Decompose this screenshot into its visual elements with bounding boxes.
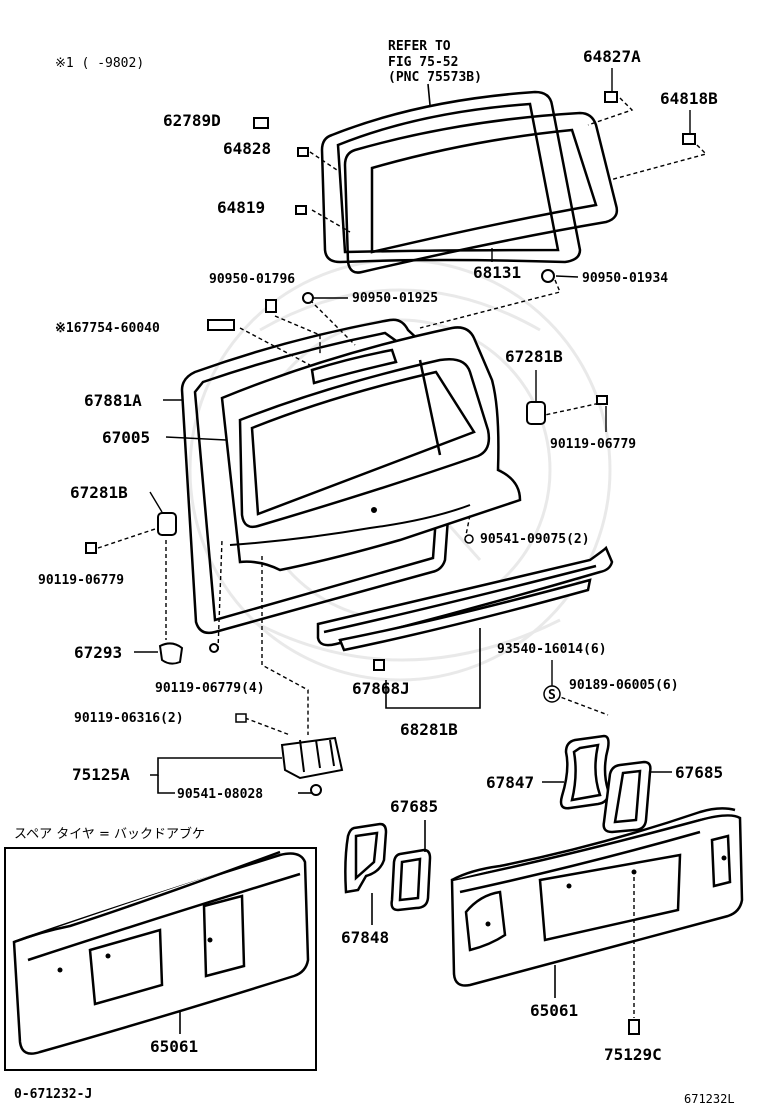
refer-line-3: (PNC 75573B) [388,70,482,85]
leader-67005 [165,436,227,441]
label-68281B: 68281B [400,720,458,739]
label-90119-06779-4: 90119-06779(4) [155,681,265,696]
footer-right-code: 671232L [684,1092,735,1106]
tailgate-trim-main [450,807,744,987]
label-75129C: 75129C [604,1045,662,1064]
back-window-glass [343,111,619,274]
cover-leaders [371,820,426,925]
label-90189-06005: 90189-06005(6) [569,678,679,693]
label-67881A: 67881A [84,391,142,410]
inset-frame [4,847,317,1071]
label-67868J: 67868J [352,679,410,698]
leader-67281B-left [149,491,163,513]
label-90119-06779-right: 90119-06779 [550,437,636,452]
lower-panel-contour [229,504,471,546]
clip-67868J [373,659,385,671]
label-64819: 64819 [217,198,265,217]
label-90119-06779-left: 90119-06779 [38,573,124,588]
back-door-panel [220,326,522,572]
cover-67685-right [602,760,652,834]
label-67754: ※167754-60040 [55,321,160,336]
bracket-68281B-leader [385,628,481,709]
part-icons-top [207,91,696,331]
inset-caption: スペア タイヤ = バックドアブケ [14,826,205,842]
label-67685-mid: 67685 [390,797,438,816]
lock-assembly [280,736,344,796]
label-64828: 64828 [223,139,271,158]
label-90541-08028: 90541-08028 [177,787,263,802]
back-door-window-opening [238,348,491,529]
label-67281B-left: 67281B [70,483,128,502]
label-67281B-right: 67281B [505,347,563,366]
label-90950-01934: 90950-01934 [582,271,668,286]
inset-trim-details [57,937,213,973]
label-67847: 67847 [486,773,534,792]
footer-left-code: 0-671232-J [14,1087,92,1102]
label-67005: 67005 [102,428,150,447]
label-65061-inset: 65061 [150,1037,198,1056]
inset-tailgate-trim [12,850,310,1055]
refer-line-2: FIG 75-52 [388,55,458,70]
cover-67848 [344,822,388,894]
check-piece-67293 [158,642,219,665]
label-75125A: 75125A [72,765,130,784]
dashed-leaders-top [239,97,708,416]
door-sill-ledge [316,545,614,652]
bolt-90541-09075 [464,534,474,544]
note-prefix: ※1 ( -9802) [55,56,144,71]
label-62789D: 62789D [163,111,221,130]
label-67848: 67848 [341,928,389,947]
label-64818B: 64818B [660,89,718,108]
label-68131: 68131 [473,263,521,282]
bolt-90119-06316 [235,713,247,723]
cover-67685-mid [390,848,432,912]
cover-67847 [559,734,610,810]
s-marker-text: S [548,688,556,703]
clip-75129C [628,1019,640,1035]
label-90950-01925: 90950-01925 [352,291,438,306]
label-64827A: 64827A [583,47,641,66]
label-93540-16014: 93540-16014(6) [497,642,607,657]
hinge-left [85,512,177,554]
dashed-leaders-mid [97,514,609,736]
leader-90950-01934 [555,275,579,278]
refer-leader [427,83,431,106]
label-65061-main: 65061 [530,1001,578,1020]
lock-leaders [150,757,312,794]
label-67293: 67293 [74,643,122,662]
label-90950-01796: 90950-01796 [209,272,295,287]
glass-weatherstrip-outline [320,90,582,264]
refer-line-1: REFER TO [388,39,451,54]
label-90119-06316: 90119-06316(2) [74,711,184,726]
label-90541-09075: 90541-09075(2) [480,532,590,547]
label-67685-right: 67685 [675,763,723,782]
